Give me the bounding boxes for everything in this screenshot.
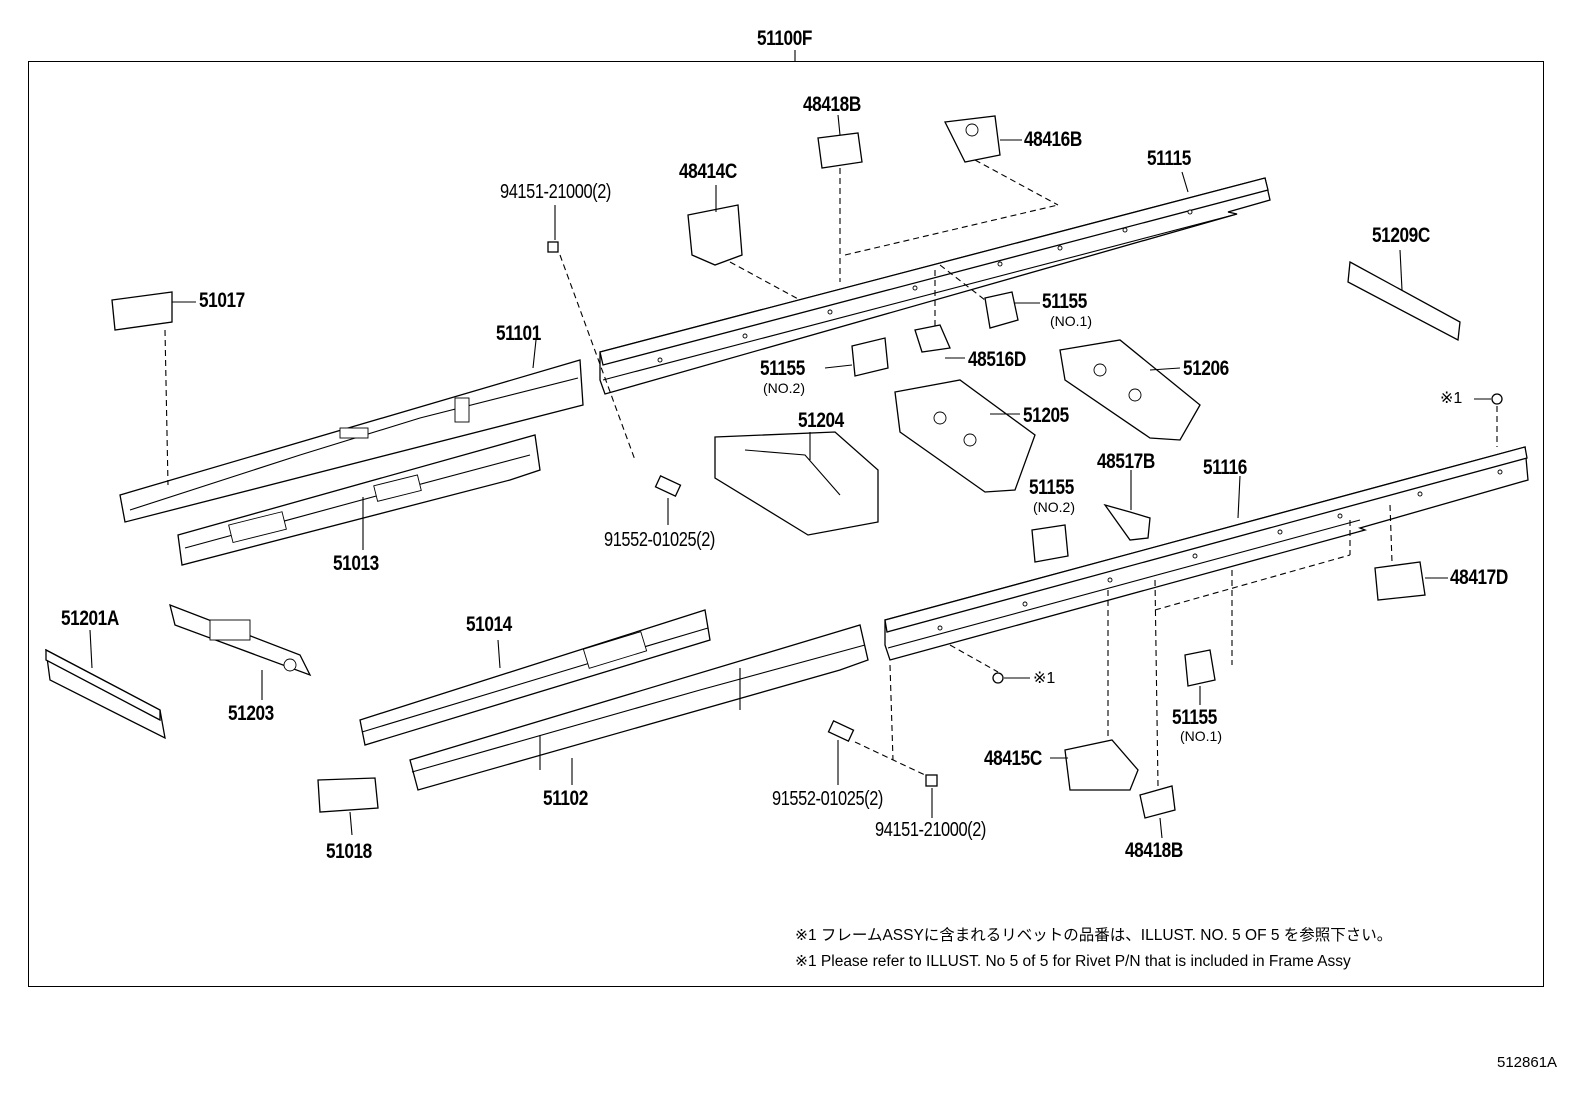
part-51209C [1347,249,1461,342]
label-91552-top: 91552-01025(2) [604,529,715,551]
label-51101: 51101 [496,322,541,345]
label-51204: 51204 [798,409,844,432]
label-48418B-bot: 48418B [1125,839,1183,862]
fastener-91552-top [654,475,682,525]
label-48516D: 48516D [968,348,1026,371]
label-51155-no1-bot-sub: (NO.1) [1180,728,1222,744]
label-51155-no1-top-sub: (NO.1) [1050,313,1092,329]
part-51013 [177,434,541,566]
label-51209C: 51209C [1372,224,1430,247]
title-label: 51100F [757,27,813,50]
label-91552-bot: 91552-01025(2) [772,788,883,810]
label-48415C: 48415C [984,747,1042,770]
part-51201A [45,648,166,740]
part-51014 [359,609,711,746]
label-51155-no2-left-sub: (NO.2) [763,380,805,396]
label-51155-no1-top: 51155 [1042,290,1087,313]
part-51155-no1-bot [1184,649,1216,705]
part-51155-no2-mid [1031,524,1069,563]
label-51017: 51017 [199,289,245,312]
label-94151-bot: 94151-21000(2) [875,819,986,841]
fastener-94151-bot [925,774,938,818]
label-51155-no2-mid: 51155 [1029,476,1074,499]
label-51013: 51013 [333,552,379,575]
label-ref1-mid: ※1 [1033,670,1056,687]
fastener-94151-top [547,205,559,253]
label-51155-no2-mid-sub: (NO.2) [1033,499,1075,515]
note-japanese: ※1 フレームASSYに含まれるリベットの品番は、ILLUST. NO. 5 O… [795,927,1393,944]
label-51018: 51018 [326,840,372,863]
part-51017 [111,291,196,331]
part-48418B-bot [1139,785,1176,839]
part-51116-rail [884,446,1529,661]
label-51115: 51115 [1147,147,1191,170]
fastener-91552-bot [827,720,855,785]
note-english: ※1 Please refer to ILLUST. No 5 of 5 for… [795,953,1351,970]
part-48414C [687,204,743,266]
part-51203 [169,603,312,677]
label-51155-no1-bot: 51155 [1172,706,1217,729]
label-48414C: 48414C [679,160,737,183]
part-51205 [894,379,1036,493]
label-51205: 51205 [1023,404,1069,427]
label-48417D: 48417D [1450,566,1508,589]
part-51155-no1-top [984,291,1040,329]
label-51102: 51102 [543,787,588,810]
label-48416B: 48416B [1024,128,1082,151]
frame-border [28,61,1544,987]
label-94151-top: 94151-21000(2) [500,181,611,203]
rivet-ref-mid [992,672,1030,684]
rivet-ref-top [1474,393,1503,405]
label-51014: 51014 [466,613,512,636]
label-51203: 51203 [228,702,274,725]
part-48415C [1050,739,1139,791]
part-51155-no2-left [824,337,889,377]
label-51116: 51116 [1203,456,1247,479]
part-48418B-top [817,132,863,169]
part-48416B [944,115,1022,163]
part-51206 [1059,339,1201,441]
part-48517B [1103,503,1151,541]
part-48516D [914,324,965,359]
label-ref1-top: ※1 [1440,390,1463,407]
label-51155-no2-left: 51155 [760,357,805,380]
part-51102 [409,624,869,791]
part-51204 [714,431,879,536]
part-48417D [1374,561,1448,601]
label-48418B-top: 48418B [803,93,861,116]
part-51101 [119,359,584,523]
label-51201A: 51201A [61,607,119,630]
part-51018 [317,777,379,813]
label-51206: 51206 [1183,357,1229,380]
label-48517B: 48517B [1097,450,1155,473]
illustration-id: 512861A [1497,1054,1558,1071]
